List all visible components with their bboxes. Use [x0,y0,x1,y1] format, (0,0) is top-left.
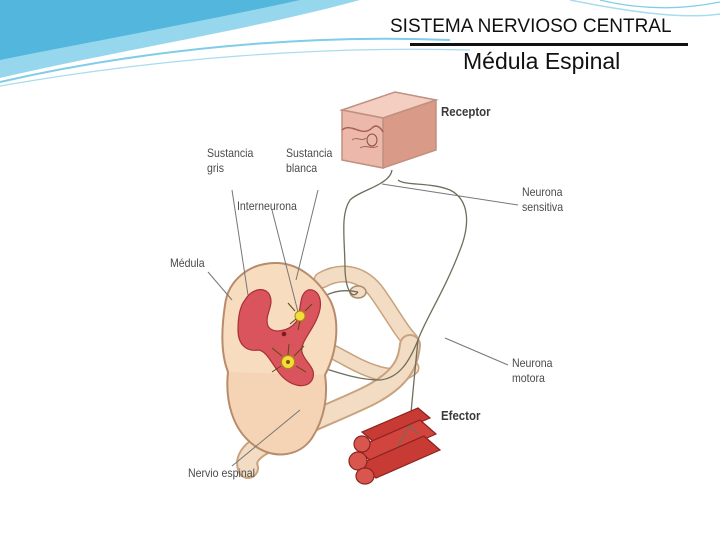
leader-neurona-motora [444,337,509,366]
cord-segment-lower [226,371,328,456]
motor-neuron-fiber [294,179,468,381]
header-swoosh-decoration [0,0,720,87]
label-sustancia-gris: Sustancia gris [207,146,254,175]
title-underline [410,43,688,46]
label-sustancia-blanca: Sustancia blanca [286,146,333,175]
interneuron-cell [287,302,313,331]
effector-muscle-bundle [348,407,442,485]
label-efector: Efector [441,408,481,423]
label-interneurona: Interneurona [237,199,297,213]
label-nervio-espinal: Nervio espinal [188,466,255,480]
motor-neuron-cell [271,343,307,373]
leader-neurona-sensitiva [381,183,519,206]
slide-subtitle: Médula Espinal [463,48,621,74]
label-neurona-sensitiva: Neurona sensitiva [522,185,564,214]
spinal-cord-section [221,261,338,456]
label-medula: Médula [170,256,205,270]
leader-interneurona [271,209,299,313]
leader-medula [207,271,233,301]
slide-title: SISTEMA NERVIOSO CENTRAL [390,16,672,37]
receptor-skin-block [339,91,439,170]
leader-sustancia-gris [231,189,249,296]
label-receptor: Receptor [441,104,491,119]
label-neurona-motora: Neurona motora [512,356,553,385]
central-canal [281,331,287,337]
leader-lines [207,183,519,467]
leader-sustancia-blanca [295,189,319,281]
leader-nervio-espinal [231,409,301,467]
